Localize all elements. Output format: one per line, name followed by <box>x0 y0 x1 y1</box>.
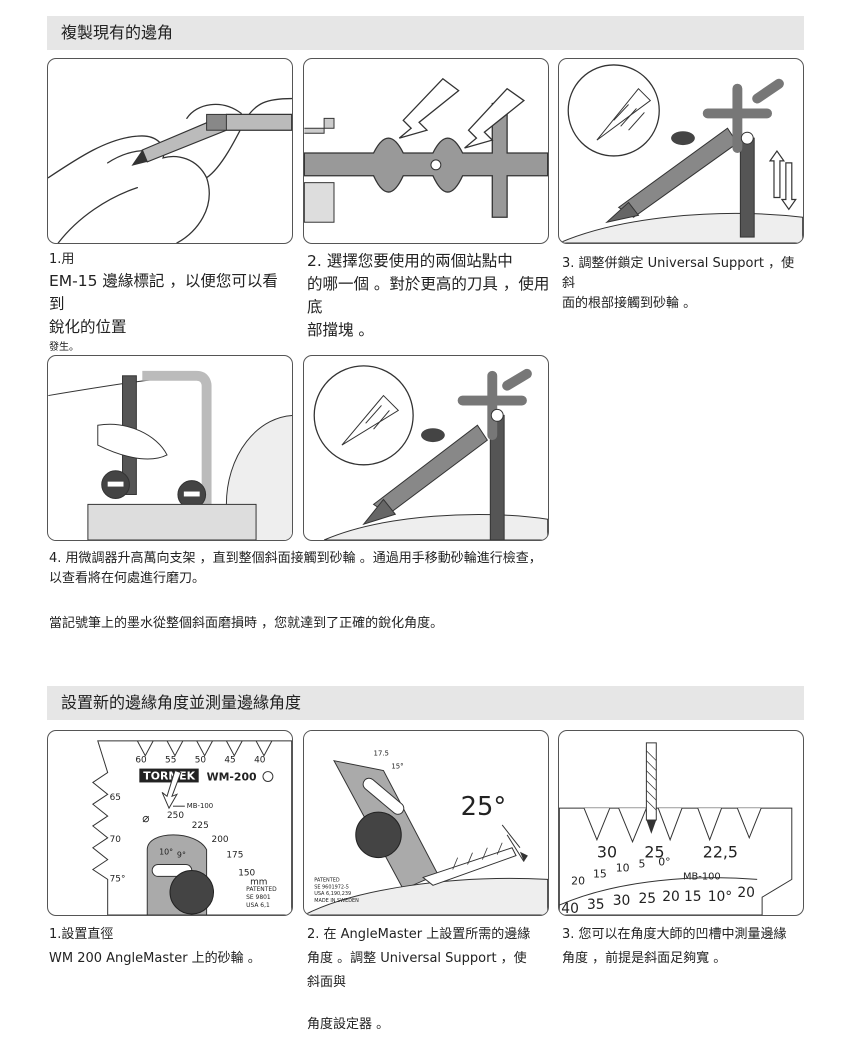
caption-2: 2. 選擇您要使用的兩個站點中 的哪一個 。對於更高的刀具 ，使用底 部擋塊 。 <box>307 250 552 342</box>
wm200-scale-55: 55 <box>165 756 176 766</box>
groove-mid-20: 20 <box>571 874 585 887</box>
wm200-angle-10: 10° <box>159 848 173 857</box>
caption-2-line2: 的哪一個 。對於更高的刀具 ，使用底 <box>307 275 550 316</box>
angle-small-15: 15° <box>391 763 403 771</box>
wm200-brand: TORMEK <box>143 769 195 782</box>
svg-text:⌀: ⌀ <box>142 811 149 825</box>
caption-1-line2: 銳化的位置 <box>49 318 127 336</box>
caption-4-line1: 4. 用微調器升高萬向支架 ，直到整個斜面接觸到砂輪 。通過用手移動砂輪進行檢查… <box>49 551 542 566</box>
caption-s2-3: 3. 您可以在角度大師的凹槽中測量邊緣 角度 ，前提是斜面足夠寬 。 <box>562 925 807 969</box>
caption-s2-2-line1: 2. 在 AngleMaster 上設置所需的邊緣 <box>307 927 531 942</box>
figure-jig-stops <box>303 58 549 244</box>
caption-4-line2: 以查看將在何處進行磨刀。 <box>49 571 206 586</box>
caption-3-line1: 3. 調整併鎖定 Universal Support ，使斜 <box>562 256 795 291</box>
figure-angle-setter: 17.5 15° 25° PATENTED SE 9601972-5 USA 6… <box>303 730 549 916</box>
caption-3: 3. 調整併鎖定 Universal Support ，使斜 面的根部接觸到砂輪… <box>562 254 807 314</box>
wm200-scale-65: 65 <box>110 793 121 803</box>
wm200-scale-40: 40 <box>254 756 266 766</box>
groove-bot-15: 15 <box>684 889 702 905</box>
caption-4: 4. 用微調器升高萬向支架 ，直到整個斜面接觸到砂輪 。通過用手移動砂輪進行檢查… <box>49 549 569 589</box>
caption-1-number: 1.用 <box>49 252 75 267</box>
groove-mb-label: MB-100 <box>683 871 721 882</box>
caption-1-small: 發生。 <box>49 342 79 353</box>
caption-2-line1: 2. 選擇您要使用的兩個站點中 <box>307 252 513 270</box>
groove-mid-10: 10 <box>616 861 630 874</box>
groove-top-25: 25 <box>644 843 664 862</box>
groove-bot-35: 35 <box>587 897 605 913</box>
wm200-scale-70: 70 <box>110 835 122 845</box>
caption-s2-1-line2: WM 200 AngleMaster 上的砂輪 。 <box>49 951 261 966</box>
wm200-unit: mm <box>250 877 267 887</box>
wm200-scale-75: 75° <box>110 874 126 884</box>
wm200-patent-1: PATENTED <box>246 886 277 893</box>
section-title-new-edge: 設置新的邊緣角度並測量邊緣角度 <box>47 686 804 720</box>
figure-adjust-support <box>558 58 804 244</box>
wm200-scale-60: 60 <box>135 756 147 766</box>
angle-patent-3: USA 6,190,239 <box>314 891 351 897</box>
wm200-scale-45: 45 <box>224 756 235 766</box>
groove-mid-0: 0° <box>658 856 670 869</box>
caption-s2-3-line1: 3. 您可以在角度大師的凹槽中測量邊緣 <box>562 927 787 942</box>
caption-s2-3-line2: 角度 ，前提是斜面足夠寬 。 <box>562 951 727 966</box>
groove-bot-10: 10° <box>708 889 733 905</box>
groove-bot-30: 30 <box>613 893 631 909</box>
groove-bot-20b: 20 <box>737 885 755 901</box>
caption-s2-1: 1.設置直徑 WM 200 AngleMaster 上的砂輪 。 <box>49 925 299 969</box>
wm200-arc-250: 250 <box>167 811 184 821</box>
groove-mid-5: 5 <box>638 858 645 871</box>
groove-top-225: 22,5 <box>703 843 738 862</box>
section-title-copy-edge: 複製現有的邊角 <box>47 16 804 50</box>
groove-top-30: 30 <box>597 843 617 862</box>
wm200-model: WM-200 <box>207 770 257 783</box>
wm200-arc-150: 150 <box>238 868 255 878</box>
caption-s2-2: 2. 在 AngleMaster 上設置所需的邊緣 角度 。調整 Univers… <box>307 925 547 1035</box>
caption-1: 1.用 EM-15 邊緣標記 ，以便您可以看到 銳化的位置 發生。 <box>49 250 289 357</box>
wm200-arc-200: 200 <box>212 835 229 845</box>
angle-patent-4: MADE IN SWEDEN <box>314 898 359 904</box>
figure-bevel-contact <box>303 355 549 541</box>
caption-2-line3: 部擋塊 。 <box>307 321 374 339</box>
angle-patent-2: SE 9601972-5 <box>314 884 349 890</box>
figure-marker-hands <box>47 58 293 244</box>
caption-s2-2-line2: 角度 。調整 Universal Support ，使 <box>307 951 527 966</box>
wm200-scale-50: 50 <box>195 756 207 766</box>
angle-small-175: 17.5 <box>374 750 389 758</box>
groove-bot-25: 25 <box>638 891 656 907</box>
note-correct-angle: 當記號筆上的墨水從整個斜面磨損時 ，您就達到了正確的銳化角度。 <box>49 616 444 631</box>
groove-bot-40: 40 <box>561 901 579 915</box>
figure-wm200-diameter: 60 55 50 45 40 65 70 75° TORMEK WM-200 M… <box>47 730 293 916</box>
caption-3-line2: 面的根部接觸到砂輪 。 <box>562 296 697 311</box>
wm200-arc-225: 225 <box>192 821 209 831</box>
caption-1-line1: EM-15 邊緣標記 ，以便您可以看到 <box>49 272 278 313</box>
wm200-arc-175: 175 <box>226 851 243 861</box>
caption-s2-2-line4: 角度設定器 。 <box>307 1017 390 1032</box>
groove-mid-15: 15 <box>593 867 607 880</box>
wm200-patent-3: USA 6,1 <box>246 902 270 909</box>
caption-s2-1-line1: 1.設置直徑 <box>49 927 114 942</box>
angle-big-label: 25° <box>461 792 507 822</box>
wm200-angle-9: 9° <box>177 851 186 860</box>
wm200-patent-2: SE 9801 <box>246 894 271 901</box>
figure-micro-adjust <box>47 355 293 541</box>
caption-s2-2-line3: 斜面與 <box>307 975 347 990</box>
wm200-mb-label: MB-100 <box>187 802 213 810</box>
figure-groove-measure: 30 25 22,5 20 15 10 5 0° MB-100 40 35 30… <box>558 730 804 916</box>
groove-bot-20: 20 <box>662 889 680 905</box>
angle-patent-1: PATENTED <box>314 877 340 883</box>
